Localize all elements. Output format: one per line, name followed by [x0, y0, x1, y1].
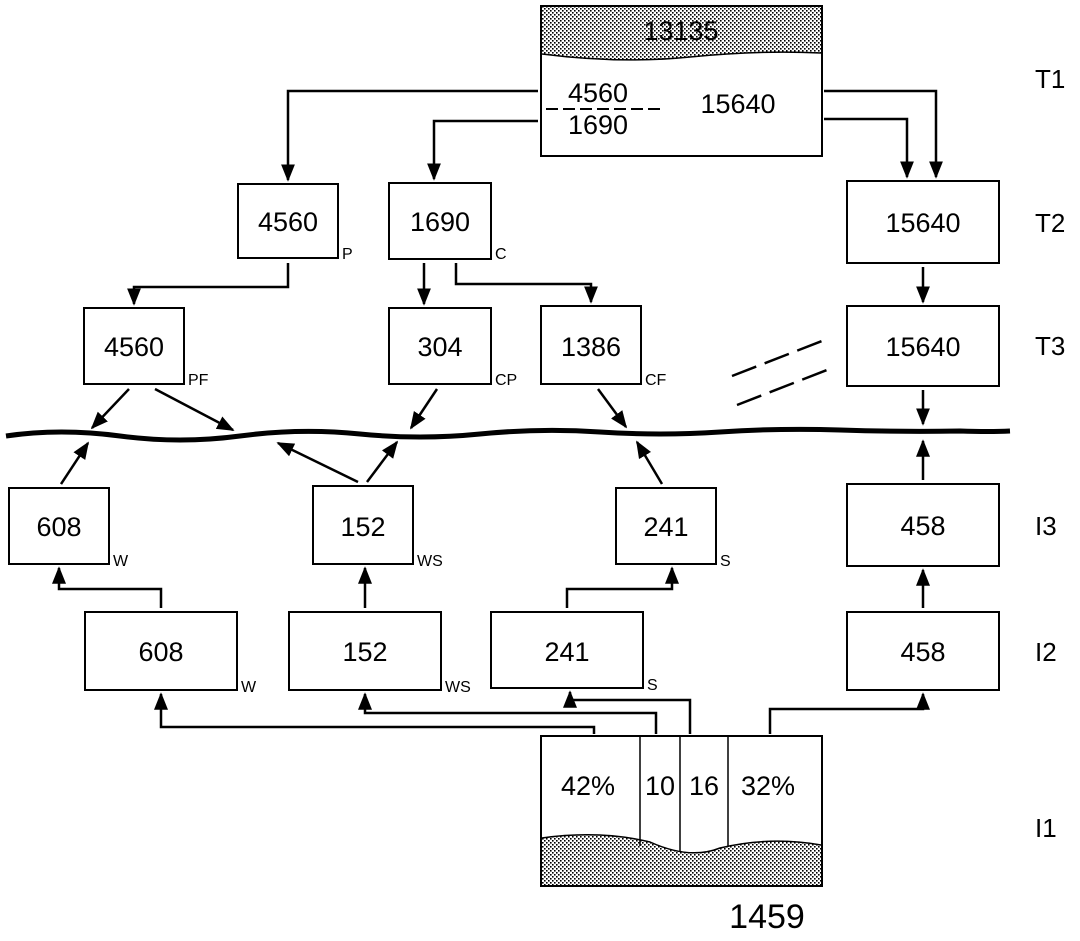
level-label-i1: I1	[1035, 813, 1057, 843]
t3-cp-label: CP	[495, 372, 517, 389]
level-label-t1: T1	[1035, 64, 1065, 94]
i3-ws-box: 152 WS	[312, 485, 443, 570]
arrow-cp-down	[409, 388, 439, 430]
arrow-s-up	[635, 440, 664, 485]
arrow-i1-to-i2ws	[358, 692, 658, 734]
break-marks	[731, 339, 828, 407]
i1-box: 42% 10 16 32%	[540, 735, 823, 887]
interface-wavy-line	[5, 426, 1011, 443]
t2-c-box: 1690 C	[388, 182, 507, 263]
arrow-w-up	[59, 441, 90, 485]
t3-right-box: 15640	[846, 305, 1000, 387]
i1-share-s: 16	[689, 771, 719, 801]
t1-stipple-band	[542, 7, 821, 60]
i2-ws-label: WS	[445, 679, 471, 696]
level-label-t3: T3	[1035, 331, 1065, 361]
arrow-i2w-to-i3w	[52, 566, 163, 608]
connectors	[52, 89, 943, 734]
i3-w-label: W	[113, 553, 129, 570]
t1-wavy-edge	[541, 51, 822, 61]
i1-total-value: 1459	[729, 898, 805, 936]
level-label-i3: I3	[1035, 511, 1057, 541]
t2-right-value: 15640	[885, 208, 960, 238]
i2-right-value: 458	[900, 637, 945, 667]
arrow-t1-to-p	[281, 89, 538, 182]
t2-p-box: 4560 P	[237, 183, 353, 263]
arrow-ws-up-right	[366, 440, 399, 483]
i2-s-value: 241	[544, 637, 589, 667]
level-label-t2: T2	[1035, 208, 1065, 238]
arrow-pf-down-left	[90, 388, 130, 430]
t2-c-label: C	[495, 246, 507, 263]
arrow-c-to-cf	[454, 263, 598, 304]
t3-cp-box: 304 CP	[388, 307, 517, 389]
i2-ws-box: 152 WS	[288, 611, 471, 696]
t1-fraction-numerator: 4560	[568, 78, 628, 108]
i2-w-value: 608	[138, 637, 183, 667]
i1-share-w: 42%	[561, 771, 615, 801]
t1-main-value: 15640	[700, 89, 775, 119]
i1-stipple-band	[542, 834, 821, 885]
t3-cp-value: 304	[417, 332, 462, 362]
i3-s-value: 241	[643, 512, 688, 542]
arrow-pf-down-right	[154, 387, 235, 432]
arrow-i2s-to-i3s	[565, 566, 679, 608]
i3-ws-label: WS	[417, 553, 443, 570]
arrow-i1-to-i2r	[768, 692, 930, 734]
i2-right-box: 458	[846, 611, 1000, 691]
level-label-i2: I2	[1035, 637, 1057, 667]
i1-share-r: 32%	[741, 771, 795, 801]
t3-pf-value: 4560	[104, 332, 164, 362]
t2-p-label: P	[342, 246, 353, 263]
i3-ws-value: 152	[340, 512, 385, 542]
t3-pf-label: PF	[188, 372, 209, 389]
arrow-t1-to-right-b	[824, 117, 914, 179]
t3-right-value: 15640	[885, 332, 960, 362]
i2-w-label: W	[241, 679, 257, 696]
t2-c-value: 1690	[410, 207, 470, 237]
i3-s-label: S	[720, 553, 731, 570]
i2-s-label: S	[647, 677, 658, 694]
t3-cf-box: 1386 CF	[540, 305, 667, 389]
t2-p-value: 4560	[258, 207, 318, 237]
i2-w-box: 608 W	[84, 611, 257, 696]
t1-fraction-denominator: 1690	[568, 110, 628, 140]
t1-top-value: 13135	[643, 16, 718, 46]
arrow-i1-to-i2w	[154, 692, 596, 734]
i3-w-box: 608 W	[8, 487, 129, 570]
arrow-p-to-pf	[127, 263, 290, 306]
t2-right-box: 15640	[846, 180, 1000, 264]
i3-right-value: 458	[900, 511, 945, 541]
t3-pf-box: 4560 PF	[83, 307, 209, 389]
i2-s-box: 241 S	[490, 611, 658, 694]
arrow-i1-to-i2s	[563, 690, 692, 734]
arrow-t1-to-c	[427, 119, 538, 181]
i3-w-value: 608	[36, 512, 81, 542]
arrow-ws-up-left	[276, 441, 359, 484]
arrow-t1-to-right-a	[824, 89, 943, 179]
t1-box: 13135 4560 1690 15640	[540, 5, 823, 157]
i1-wavy-edge	[541, 834, 822, 854]
i3-right-box: 458	[846, 483, 1000, 567]
i3-s-box: 241 S	[615, 487, 731, 570]
arrow-cf-down	[596, 388, 628, 429]
i1-share-ws: 10	[645, 771, 675, 801]
i2-ws-value: 152	[342, 637, 387, 667]
t3-cf-label: CF	[645, 372, 667, 389]
t3-cf-value: 1386	[561, 332, 621, 362]
